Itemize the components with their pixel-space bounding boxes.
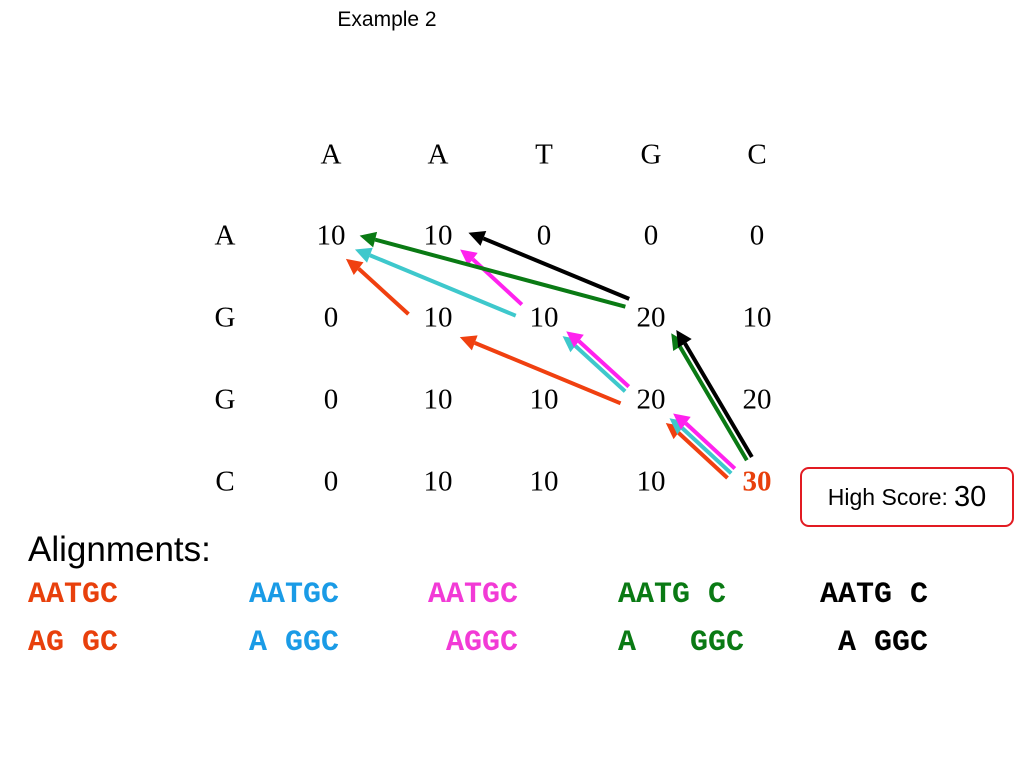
column-header: A bbox=[320, 138, 342, 171]
alignment-top-line: AATG C bbox=[820, 578, 929, 612]
alignments-heading: Alignments: bbox=[28, 530, 211, 569]
matrix-cell: 0 bbox=[323, 383, 339, 416]
row-header: A bbox=[214, 219, 236, 252]
traceback-arrow-head bbox=[676, 329, 692, 348]
alignment-bottom-line: AG GC bbox=[28, 626, 119, 660]
traceback-arrow-line bbox=[473, 341, 622, 406]
matrix-cell: 20 bbox=[636, 383, 666, 416]
matrix-cell: 0 bbox=[749, 219, 765, 252]
traceback-arrow-line bbox=[357, 267, 410, 316]
matrix-cell: 10 bbox=[423, 301, 453, 334]
column-header: T bbox=[535, 138, 553, 171]
traceback-arrow-line bbox=[684, 421, 737, 471]
traceback-arrow-head bbox=[468, 230, 487, 246]
traceback-arrow-head bbox=[673, 413, 691, 430]
alignment-top-line: AATGC bbox=[428, 578, 519, 612]
column-header: G bbox=[640, 138, 662, 171]
alignment-bottom-line: A GGC bbox=[249, 626, 340, 660]
slide-title: Example 2 bbox=[337, 8, 437, 31]
max-score-cell: 30 bbox=[742, 465, 772, 498]
matrix-cell: 10 bbox=[423, 465, 453, 498]
matrix-cell: 10 bbox=[316, 219, 346, 252]
alignment-top-line: AATG C bbox=[618, 578, 727, 612]
matrix-cell: 10 bbox=[529, 465, 559, 498]
matrix-cell: 10 bbox=[636, 465, 666, 498]
matrix-cell: 10 bbox=[742, 301, 772, 334]
matrix-cell: 20 bbox=[742, 383, 772, 416]
traceback-arrow-head bbox=[345, 258, 364, 275]
row-header: G bbox=[214, 301, 236, 334]
matrix-cell: 10 bbox=[529, 301, 559, 334]
matrix-cell: 0 bbox=[323, 465, 339, 498]
column-header: C bbox=[747, 138, 767, 171]
traceback-arrow-line bbox=[573, 344, 627, 393]
high-score-label: High Score: bbox=[827, 483, 948, 510]
traceback-arrow-head bbox=[359, 231, 378, 248]
row-header: G bbox=[214, 383, 236, 416]
alignment-top-line: AATGC bbox=[28, 578, 119, 612]
matrix-cell: 0 bbox=[643, 219, 659, 252]
row-header: C bbox=[215, 465, 235, 498]
traceback-arrow-head bbox=[566, 331, 584, 348]
matrix-cell: 0 bbox=[536, 219, 552, 252]
high-score-value: 30 bbox=[953, 480, 987, 513]
column-header: A bbox=[427, 138, 449, 171]
traceback-arrow-line bbox=[577, 339, 631, 389]
alignment-bottom-line: A GGC bbox=[820, 626, 929, 660]
traceback-arrow-line bbox=[678, 345, 749, 462]
traceback-arrow-line bbox=[369, 253, 517, 318]
traceback-arrow-line bbox=[683, 342, 754, 459]
matrix-cell: 20 bbox=[636, 301, 666, 334]
traceback-arrow-line bbox=[677, 431, 729, 480]
traceback-arrow-line bbox=[680, 426, 733, 475]
high-score-box: High Score: 30 bbox=[800, 467, 1014, 527]
traceback-arrow-head bbox=[459, 335, 478, 351]
traceback-arrow-line bbox=[374, 237, 626, 309]
traceback-arrow-line bbox=[482, 236, 630, 301]
traceback-arrow-head bbox=[354, 247, 373, 263]
matrix-cell: 10 bbox=[529, 383, 559, 416]
alignment-bottom-line: A GGC bbox=[618, 626, 745, 660]
alignment-bottom-line: AGGC bbox=[428, 626, 519, 660]
matrix-cell: 10 bbox=[423, 219, 453, 252]
matrix-cell: 10 bbox=[423, 383, 453, 416]
traceback-arrow-head bbox=[460, 249, 478, 266]
matrix-cell: 0 bbox=[323, 301, 339, 334]
alignment-top-line: AATGC bbox=[249, 578, 340, 612]
